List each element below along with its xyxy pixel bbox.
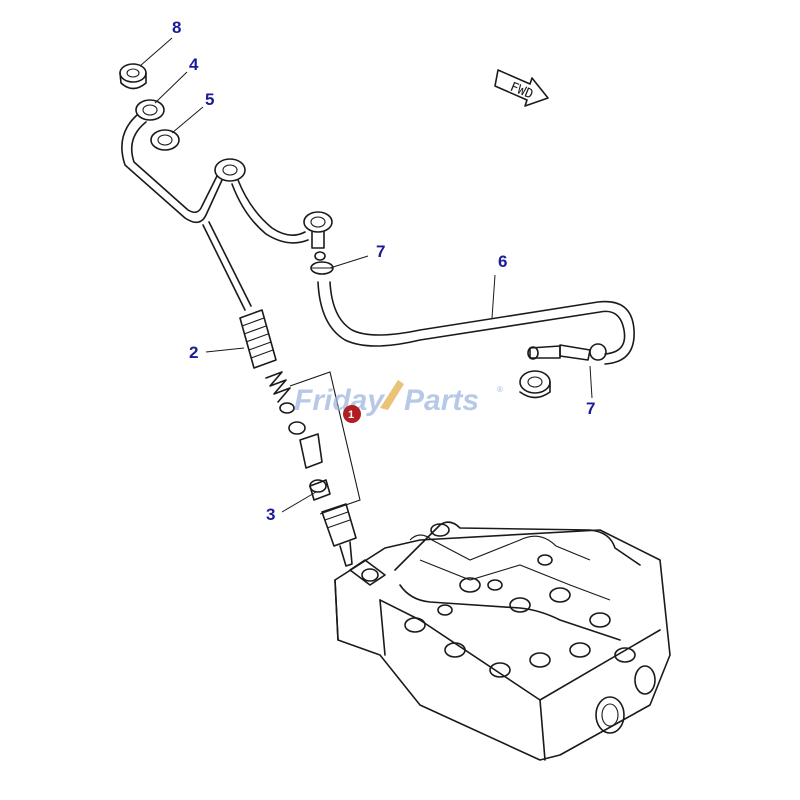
leak-off-hose: [310, 251, 635, 399]
watermark-text-parts: Parts: [404, 384, 479, 417]
callout-part-5: 5: [205, 90, 214, 109]
cylinder-head: [334, 521, 671, 761]
fwd-arrow-label: FWD: [508, 80, 536, 103]
highlight-marker-dot: [343, 405, 361, 423]
injection-nozzle-assembly: [239, 309, 361, 567]
callout-part-2: 2: [189, 343, 198, 362]
leader-lines: [139, 37, 593, 513]
callout-part-7-top: 7: [376, 242, 385, 261]
callout-part-7-right: 7: [586, 399, 595, 418]
callout-part-3: 3: [266, 505, 275, 524]
watermark-registered-symbol: ®: [497, 385, 503, 394]
watermark-text-friday: Friday: [294, 384, 385, 417]
injection-pipe-upper: [119, 63, 333, 311]
callout-part-8: 8: [172, 18, 181, 37]
fwd-direction-arrow: FWD: [494, 69, 549, 107]
callout-part-4: 4: [189, 55, 199, 74]
callout-part-6: 6: [498, 252, 507, 271]
highlight-marker-label: 1: [348, 409, 354, 421]
watermark-accent-icon: [380, 380, 404, 410]
highlight-marker: 1: [343, 405, 361, 423]
watermark: Friday Parts ®: [294, 380, 503, 417]
